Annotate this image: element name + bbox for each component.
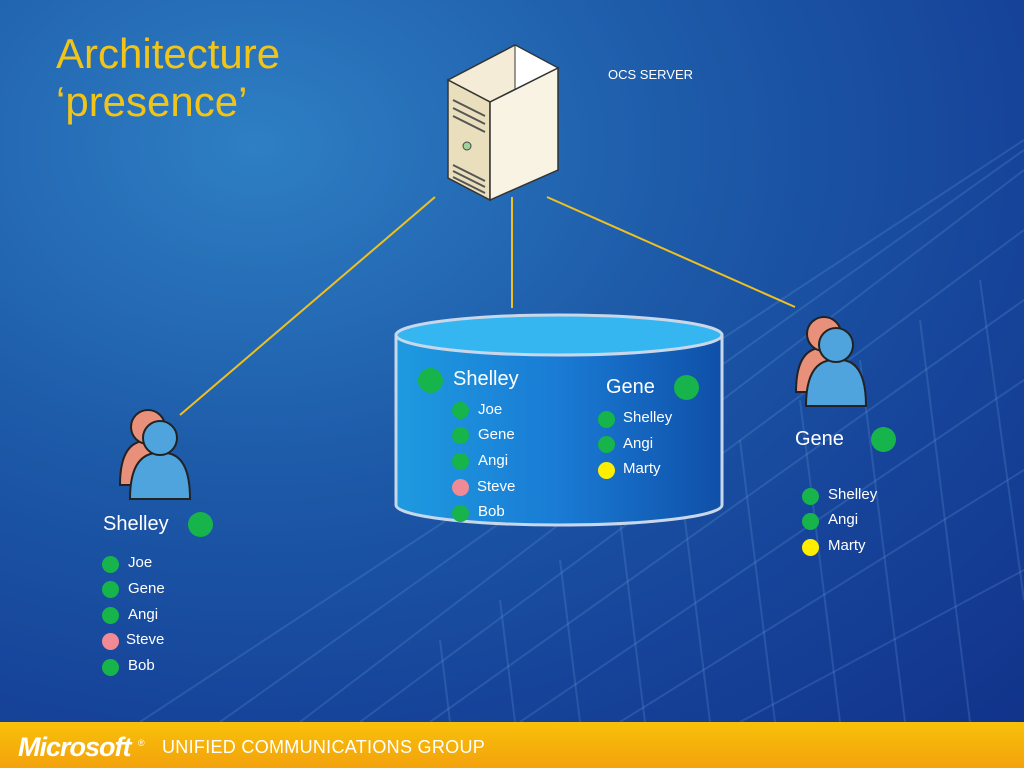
status-dot-offline (102, 633, 119, 650)
list-item: Bob (128, 657, 155, 674)
status-dot-online (452, 505, 469, 522)
status-dot-online (188, 512, 213, 537)
status-dot-online (418, 368, 443, 393)
microsoft-logo: Microsoft (18, 732, 131, 762)
title-line-1: Architecture (56, 30, 281, 77)
list-item: Joe (128, 554, 153, 571)
footer-bar (0, 722, 1024, 768)
status-dot-online (674, 375, 699, 400)
link-server-shelley (179, 196, 436, 416)
status-dot-online (802, 488, 819, 505)
slide-background: Architecture ‘presence’ OCS SERVER Shell… (0, 0, 1024, 722)
client-name-gene: Gene (795, 428, 844, 450)
server-tower-icon (446, 44, 560, 202)
footer-text: UNIFIED COMMUNICATIONS GROUP (162, 737, 486, 757)
list-item: Angi (128, 606, 159, 623)
list-item: Gene (128, 580, 165, 597)
db-owner-shelley: Shelley (453, 368, 519, 390)
link-server-gene (546, 196, 796, 308)
client-name-shelley: Shelley (103, 513, 169, 535)
status-dot-away (598, 462, 615, 479)
list-item: Joe (478, 401, 503, 418)
status-dot-online (452, 427, 469, 444)
status-dot-online (452, 402, 469, 419)
page-title: Architecture ‘presence’ (56, 30, 280, 126)
connection-lines (179, 196, 796, 416)
list-item: Angi (828, 511, 859, 528)
status-dot-online (102, 659, 119, 676)
database-cylinder-icon (394, 313, 724, 527)
db-owner-gene: Gene (606, 376, 655, 398)
server-label: OCS SERVER (608, 67, 694, 82)
list-item: Marty (623, 460, 661, 477)
list-item: Shelley (623, 409, 673, 426)
status-dot-online (102, 581, 119, 598)
status-dot-online (452, 453, 469, 470)
user-icon (118, 409, 192, 500)
list-item: Steve (477, 478, 516, 495)
status-dot-online (598, 436, 615, 453)
trademark-symbol: ® (138, 738, 145, 748)
background-grid-pattern (139, 139, 1024, 722)
status-dot-away (802, 539, 819, 556)
list-item: Angi (478, 452, 509, 469)
status-dot-online (598, 411, 615, 428)
list-item: Steve (126, 631, 165, 648)
list-item: Marty (828, 537, 866, 554)
list-item: Bob (478, 503, 505, 520)
status-dot-offline (452, 479, 469, 496)
user-icon (794, 316, 868, 407)
status-dot-online (102, 607, 119, 624)
list-item: Shelley (828, 486, 878, 503)
status-dot-online (802, 513, 819, 530)
list-item: Angi (623, 435, 654, 452)
status-dot-online (102, 556, 119, 573)
list-item: Gene (478, 426, 515, 443)
title-line-2: ‘presence’ (56, 78, 248, 125)
status-dot-online (871, 427, 896, 452)
